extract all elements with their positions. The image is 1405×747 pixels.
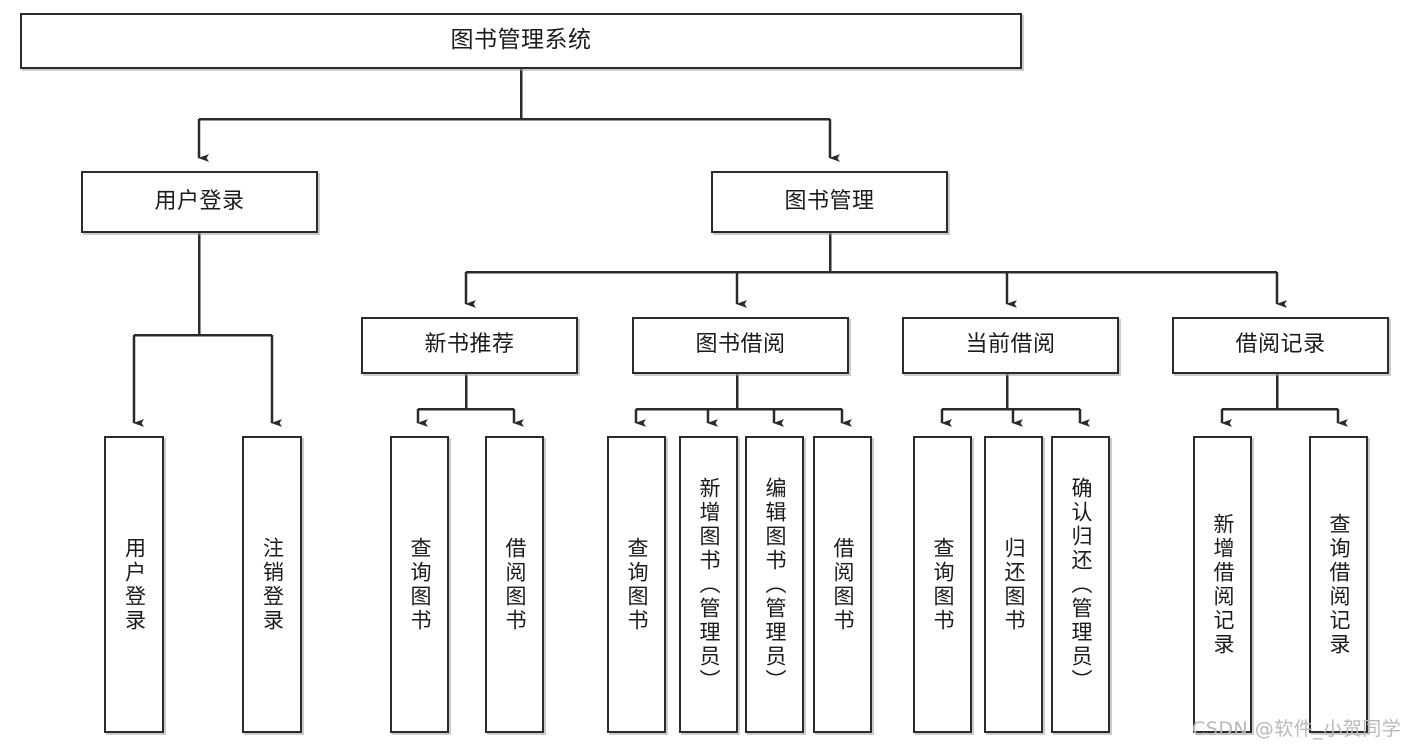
node-label-leaf-query-book-1: 查询图书 [408, 536, 432, 633]
node-new-book-rec[interactable]: 新书推荐 [361, 317, 578, 374]
node-leaf-user-login[interactable]: 用户登录 [104, 436, 164, 733]
node-leaf-query-book-1[interactable]: 查询图书 [390, 436, 449, 733]
node-label-leaf-add-book: 新增图书（管理员） [697, 476, 721, 693]
node-leaf-query-book-2[interactable]: 查询图书 [607, 436, 666, 733]
node-label-user-login: 用户登录 [154, 188, 245, 214]
node-label-leaf-edit-book: 编辑图书（管理员） [763, 476, 787, 693]
node-label-leaf-add-record: 新增借阅记录 [1211, 512, 1235, 657]
node-user-login[interactable]: 用户登录 [81, 171, 318, 233]
node-leaf-borrow-book-2[interactable]: 借阅图书 [813, 436, 872, 733]
node-label-leaf-confirm-return: 确认归还（管理员） [1069, 476, 1093, 693]
node-label-book-manage: 图书管理 [784, 188, 875, 214]
node-leaf-query-record[interactable]: 查询借阅记录 [1309, 436, 1368, 733]
node-leaf-add-record[interactable]: 新增借阅记录 [1193, 436, 1252, 733]
node-label-leaf-borrow-book-2: 借阅图书 [831, 536, 855, 633]
node-leaf-add-book[interactable]: 新增图书（管理员） [679, 436, 738, 733]
node-label-leaf-query-record: 查询借阅记录 [1327, 512, 1351, 657]
node-leaf-borrow-book-1[interactable]: 借阅图书 [485, 436, 544, 733]
node-leaf-edit-book[interactable]: 编辑图书（管理员） [745, 436, 804, 733]
node-label-leaf-logout: 注销登录 [260, 536, 285, 633]
node-label-borrow-record: 借阅记录 [1235, 332, 1326, 358]
connector-layer [132, 69, 1348, 427]
node-label-book-borrow: 图书借阅 [695, 332, 786, 358]
node-label-new-book-rec: 新书推荐 [424, 332, 515, 358]
node-current-borrow[interactable]: 当前借阅 [902, 317, 1119, 374]
node-label-leaf-borrow-book-1: 借阅图书 [503, 536, 527, 633]
node-leaf-logout[interactable]: 注销登录 [242, 436, 302, 733]
node-leaf-confirm-return[interactable]: 确认归还（管理员） [1051, 436, 1110, 733]
node-leaf-query-book-3[interactable]: 查询图书 [913, 436, 972, 733]
node-label-leaf-query-book-3: 查询图书 [931, 536, 955, 633]
node-label-current-borrow: 当前借阅 [965, 332, 1056, 358]
node-root[interactable]: 图书管理系统 [20, 13, 1022, 69]
node-leaf-return-book[interactable]: 归还图书 [984, 436, 1043, 733]
node-label-leaf-user-login: 用户登录 [122, 536, 147, 633]
node-label-leaf-return-book: 归还图书 [1002, 536, 1026, 633]
node-book-manage[interactable]: 图书管理 [711, 171, 948, 233]
node-book-borrow[interactable]: 图书借阅 [632, 317, 849, 374]
node-label-root: 图书管理系统 [450, 27, 592, 54]
node-borrow-record[interactable]: 借阅记录 [1172, 317, 1389, 374]
node-label-leaf-query-book-2: 查询图书 [625, 536, 649, 633]
